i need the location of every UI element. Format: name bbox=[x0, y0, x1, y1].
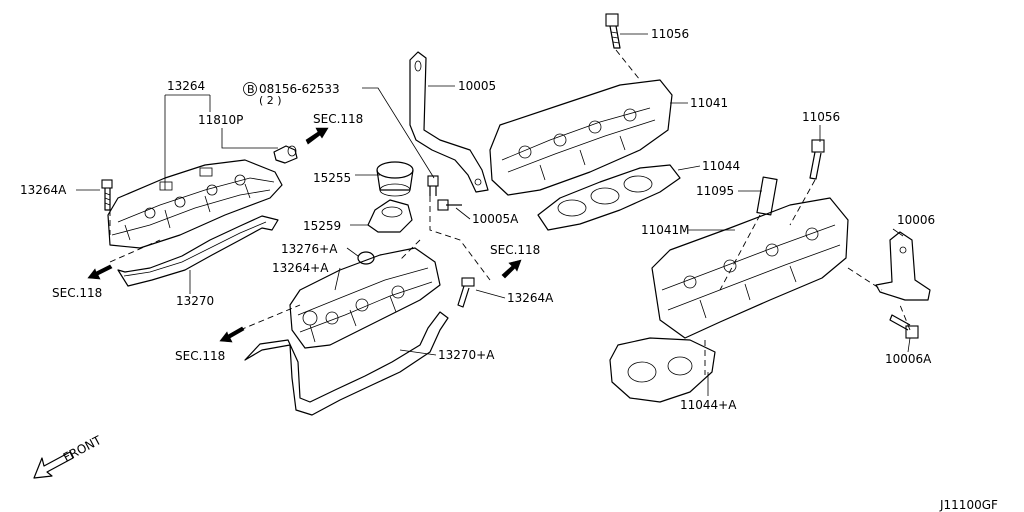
label-10005: 10005 bbox=[458, 79, 496, 93]
label-08156-62533: 08156-62533 bbox=[259, 82, 340, 96]
head-gasket-11044 bbox=[537, 164, 681, 231]
rocker-cover-left bbox=[107, 159, 283, 249]
head-gasket-11044a bbox=[609, 337, 716, 403]
bolt-10005a bbox=[437, 199, 462, 211]
bolt-13264a-left bbox=[101, 179, 113, 211]
label-11056-right: 11056 bbox=[802, 110, 840, 124]
gasket-13270 bbox=[117, 215, 279, 287]
section-ref-labels: SEC.118 SEC.118 SEC.118 SEC.118 bbox=[52, 112, 540, 363]
dowel-11095 bbox=[756, 176, 778, 216]
label-13264pa: 13264+A bbox=[272, 261, 329, 275]
front-arrow bbox=[33, 451, 74, 479]
bolt-08156-62533 bbox=[427, 175, 439, 196]
label-11044a: 11044+A bbox=[680, 398, 737, 412]
front-label: FRONT bbox=[61, 433, 104, 465]
label-13270a: 13270+A bbox=[438, 348, 495, 362]
label-11095: 11095 bbox=[696, 184, 734, 198]
label-08156-prefix: B bbox=[247, 83, 255, 96]
label-10005a: 10005A bbox=[472, 212, 519, 226]
sec-arrow-left bbox=[87, 264, 113, 280]
label-13270: 13270 bbox=[176, 294, 214, 308]
bolt-11056-right bbox=[809, 139, 825, 180]
bracket-10005 bbox=[409, 51, 489, 193]
bolt-13264a-mid bbox=[457, 277, 475, 308]
label-13276a: 13276+A bbox=[281, 242, 338, 256]
oil-filler-neck-15259 bbox=[367, 199, 413, 233]
diagram-code: J11100GF bbox=[939, 498, 998, 512]
oil-filler-cap-15255 bbox=[376, 161, 414, 197]
part-labels: 13264 11810P 13264A 13270 15255 15259 13… bbox=[20, 27, 935, 412]
bolt-11056-top bbox=[605, 13, 621, 49]
bolt-symbol bbox=[243, 82, 257, 96]
leader-lines bbox=[76, 33, 911, 396]
assembly-lines bbox=[109, 49, 911, 375]
label-sec-top: SEC.118 bbox=[313, 112, 363, 126]
sec-arrow-mid-right bbox=[501, 259, 522, 279]
cylinder-head-11041m bbox=[651, 197, 849, 339]
label-13264a-mid: 13264A bbox=[507, 291, 554, 305]
label-11041: 11041 bbox=[690, 96, 728, 110]
grommet-13276a bbox=[357, 251, 375, 265]
sec-arrow-top bbox=[305, 127, 329, 145]
label-10006: 10006 bbox=[897, 213, 935, 227]
bracket-10006 bbox=[875, 231, 931, 301]
sec-arrow-mid-left bbox=[219, 326, 245, 343]
label-sec-mid-right: SEC.118 bbox=[490, 243, 540, 257]
label-11056-top: 11056 bbox=[651, 27, 689, 41]
bolt-10006a bbox=[889, 314, 919, 339]
label-10006a: 10006A bbox=[885, 352, 932, 366]
pcv-valve-11810p bbox=[273, 145, 298, 164]
gasket-13270a bbox=[244, 311, 449, 416]
label-11810p: 11810P bbox=[198, 113, 243, 127]
label-11041m: 11041M bbox=[641, 223, 690, 237]
label-sec-left: SEC.118 bbox=[52, 286, 102, 300]
label-08156-qty: ( 2 ) bbox=[259, 94, 282, 107]
label-13264: 13264 bbox=[167, 79, 205, 93]
label-sec-mid-left: SEC.118 bbox=[175, 349, 225, 363]
rocker-cover-right bbox=[289, 247, 441, 349]
label-13264a-left: 13264A bbox=[20, 183, 67, 197]
label-15255: 15255 bbox=[313, 171, 351, 185]
cylinder-head-11041 bbox=[489, 79, 673, 196]
label-15259: 15259 bbox=[303, 219, 341, 233]
label-11044: 11044 bbox=[702, 159, 740, 173]
